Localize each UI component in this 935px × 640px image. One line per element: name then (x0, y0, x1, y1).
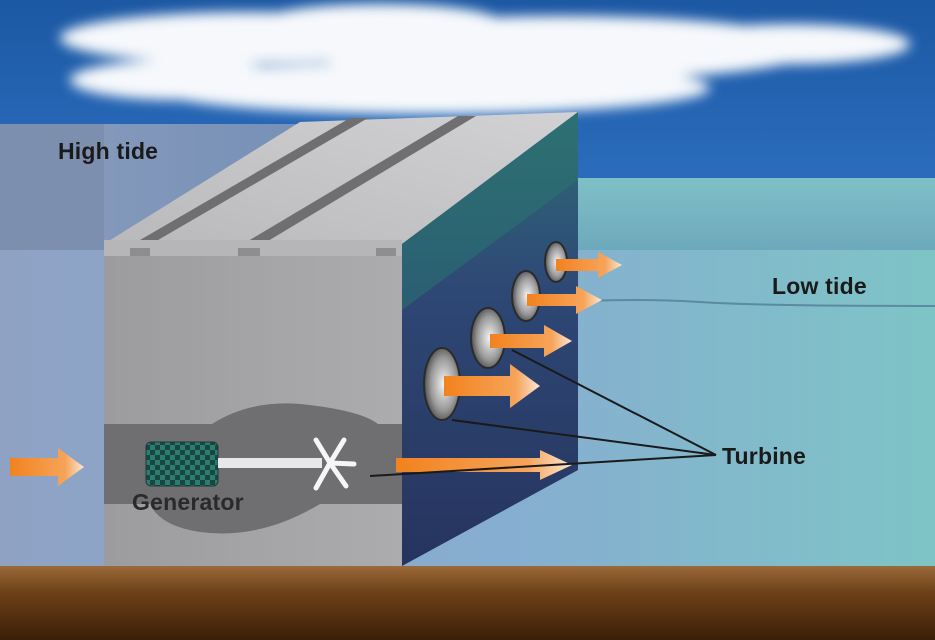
flow-arrows (10, 252, 622, 486)
tunnel-turbine-blades (313, 437, 357, 491)
turbine-pointer-lines (369, 349, 717, 477)
turbine-label: Turbine (722, 443, 807, 469)
barrage-top (104, 112, 578, 244)
seabed (0, 566, 935, 640)
low-tide-line (559, 299, 935, 307)
high-tide-label: High tide (58, 138, 159, 164)
low-tide-label: Low tide (772, 273, 867, 299)
tunnel (104, 403, 402, 534)
shaft (218, 458, 322, 468)
generator-label: Generator (132, 489, 244, 515)
arrow-turbine-1 (444, 364, 540, 408)
arrow-tunnel-out (396, 450, 572, 480)
generator (145, 441, 219, 487)
arrow-turbine-3 (527, 286, 602, 314)
clouds (60, 4, 910, 114)
arrow-turbine-4 (556, 252, 622, 278)
arrow-turbine-2 (490, 325, 572, 357)
arrow-inflow (10, 448, 84, 486)
